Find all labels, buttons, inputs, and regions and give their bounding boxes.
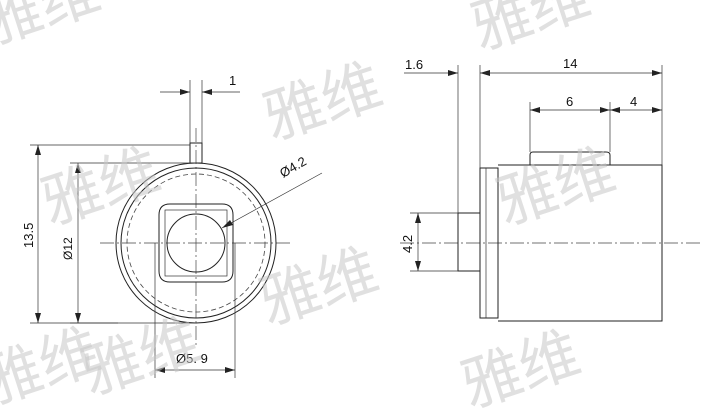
side-view bbox=[400, 151, 700, 322]
watermark: 雅维 bbox=[453, 319, 589, 408]
arrow bbox=[610, 107, 620, 113]
bore-inner-outline bbox=[164, 209, 228, 277]
hub bbox=[457, 212, 481, 272]
watermark: 雅维 bbox=[488, 136, 624, 240]
dim-height: 13.5 bbox=[21, 144, 196, 324]
dim-total-length: 14 bbox=[480, 56, 663, 165]
dim-label-key-offset: 4 bbox=[630, 94, 637, 109]
arrow bbox=[652, 70, 662, 76]
arrow bbox=[202, 89, 212, 95]
flange-plate bbox=[479, 167, 499, 319]
leader-line bbox=[221, 172, 323, 229]
arrow bbox=[530, 107, 540, 113]
top-key bbox=[529, 151, 611, 165]
arrow bbox=[155, 367, 165, 373]
arrow bbox=[225, 367, 235, 373]
arrow bbox=[222, 220, 233, 228]
arrow bbox=[35, 145, 41, 155]
dim-label-height: 13.5 bbox=[21, 223, 36, 248]
watermark: 雅维 bbox=[255, 51, 391, 155]
dim-key-width: 1 bbox=[160, 73, 240, 143]
arrow bbox=[75, 163, 81, 173]
main-body bbox=[498, 164, 663, 322]
arrow bbox=[415, 261, 421, 271]
dim-label-total-length: 14 bbox=[563, 56, 577, 71]
watermark: 雅维 bbox=[33, 136, 169, 240]
arrow bbox=[75, 313, 81, 323]
watermark-layer: 雅维 雅维 雅维 雅维 雅维 雅维 雅维 雅维 雅维 bbox=[0, 0, 624, 408]
dim-label-flat-width: Ø5. 9 bbox=[176, 351, 208, 366]
arrow bbox=[448, 70, 458, 76]
arrow bbox=[652, 107, 662, 113]
arrow bbox=[35, 313, 41, 323]
dim-outer-diameter: Ø12 bbox=[61, 162, 196, 324]
dim-label-hub-diameter: 4.2 bbox=[400, 235, 415, 253]
center-hole bbox=[166, 213, 226, 273]
arrow bbox=[600, 107, 610, 113]
dim-flange-thickness: 1.6 bbox=[404, 57, 490, 213]
watermark: 雅维 bbox=[0, 0, 109, 59]
watermark: 雅维 bbox=[251, 236, 387, 340]
inner-ring bbox=[120, 167, 272, 319]
dim-label-outer-diameter: Ø12 bbox=[61, 237, 75, 260]
dim-key-length: 6 4 bbox=[529, 94, 662, 152]
dim-label-key-width: 1 bbox=[229, 73, 236, 88]
dim-flat-width: Ø5. 9 bbox=[154, 243, 236, 378]
dim-label-key-length: 6 bbox=[566, 94, 573, 109]
arrow bbox=[180, 89, 190, 95]
arrow bbox=[415, 213, 421, 223]
dim-hub-diameter: 4.2 bbox=[400, 212, 458, 272]
dashed-circle bbox=[126, 173, 266, 313]
watermark: 雅维 bbox=[463, 0, 599, 64]
dim-label-flange-thickness: 1.6 bbox=[405, 57, 423, 72]
watermark: 雅维 bbox=[73, 306, 209, 408]
flat-bore-outline bbox=[158, 203, 234, 283]
dim-label-hole-diameter: Ø4.2 bbox=[277, 154, 309, 181]
